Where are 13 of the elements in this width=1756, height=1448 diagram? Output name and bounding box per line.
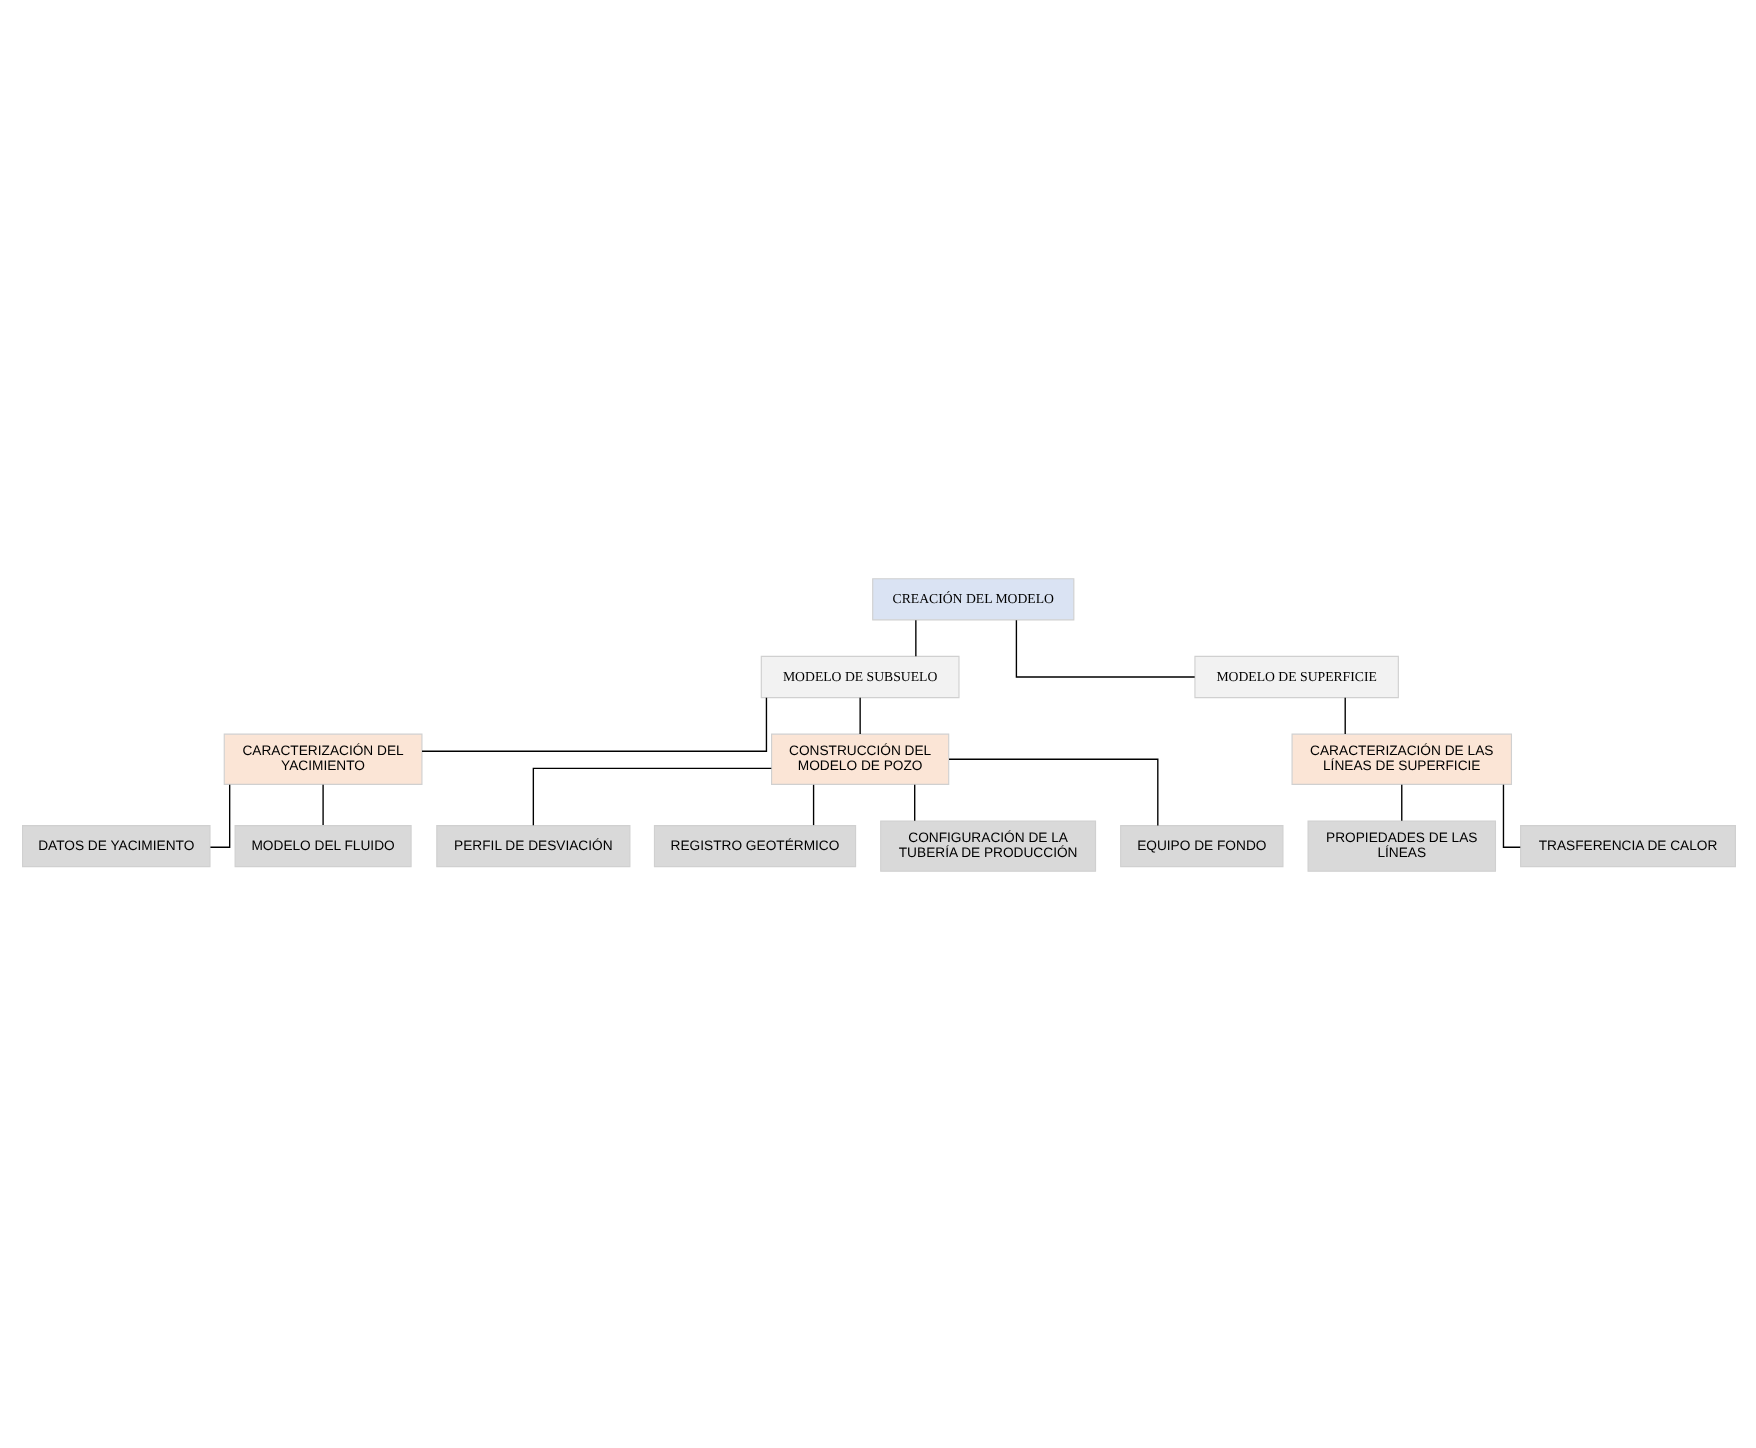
connector — [531, 766, 771, 825]
connector — [420, 696, 767, 751]
connector — [913, 783, 915, 821]
connector — [208, 783, 230, 847]
connector — [914, 618, 916, 656]
connector — [811, 783, 814, 825]
connector — [858, 696, 860, 734]
connector — [1400, 783, 1402, 821]
connector — [1501, 783, 1520, 847]
connector — [1343, 696, 1345, 734]
connector — [321, 783, 323, 825]
connector — [947, 757, 1158, 826]
connector — [1014, 618, 1195, 677]
